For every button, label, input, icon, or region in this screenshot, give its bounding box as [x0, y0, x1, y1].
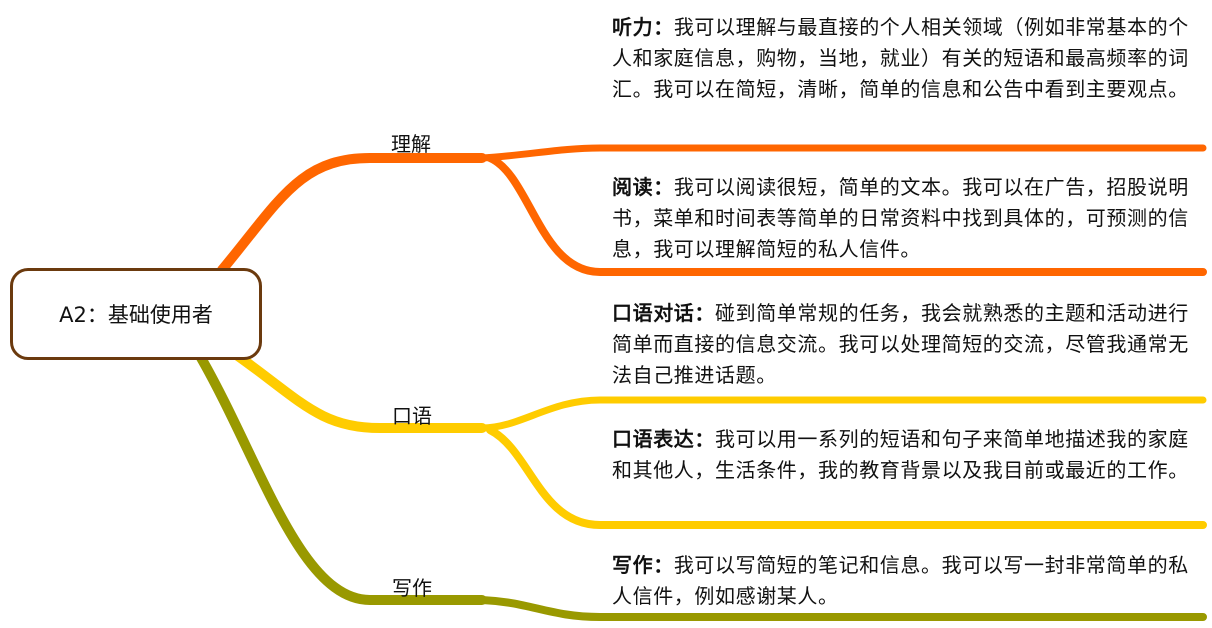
- branch-label-speaking[interactable]: 口语: [392, 404, 432, 428]
- branch-writing-lines: [195, 351, 1207, 621]
- leaf-listening[interactable]: 听力：我可以理解与最直接的个人相关领域（例如非常基本的个人和家庭信息，购物，当地…: [612, 12, 1198, 105]
- branch-speaking-lines: [233, 351, 1207, 529]
- leaf-writing[interactable]: 写作：我可以写简短的笔记和信息。我可以写一封非常简单的私人信件，例如感谢某人。: [612, 550, 1198, 612]
- root-node[interactable]: A2：基础使用者: [10, 268, 262, 360]
- leaf-title: 口语对话：: [612, 301, 715, 325]
- leaf-title: 听力：: [612, 15, 674, 39]
- leaf-spoken-production[interactable]: 口语表达：我可以用一系列的短语和句子来简单地描述我的家庭和其他人，生活条件，我的…: [612, 424, 1198, 486]
- leaf-spoken-interaction[interactable]: 口语对话：碰到简单常规的任务，我会就熟悉的主题和活动进行简单而直接的信息交流。我…: [612, 298, 1198, 391]
- leaf-title: 阅读：: [612, 175, 674, 199]
- leaf-text: 我可以理解与最直接的个人相关领域（例如非常基本的个人和家庭信息，购物，当地，就业…: [612, 15, 1189, 101]
- leaf-title: 口语表达：: [612, 427, 715, 451]
- leaf-text: 我可以阅读很短，简单的文本。我可以在广告，招股说明书，菜单和时间表等简单的日常资…: [612, 175, 1189, 261]
- leaf-text: 碰到简单常规的任务，我会就熟悉的主题和活动进行简单而直接的信息交流。我可以处理简…: [612, 301, 1189, 387]
- branch-understanding-lines: [217, 144, 1207, 276]
- branch-label-writing[interactable]: 写作: [392, 576, 432, 600]
- leaf-text: 我可以写简短的笔记和信息。我可以写一封非常简单的私人信件，例如感谢某人。: [612, 553, 1189, 608]
- leaf-reading[interactable]: 阅读：我可以阅读很短，简单的文本。我可以在广告，招股说明书，菜单和时间表等简单的…: [612, 172, 1198, 265]
- leaf-text: 我可以用一系列的短语和句子来简单地描述我的家庭和其他人，生活条件，我的教育背景以…: [612, 427, 1189, 482]
- branch-label-understanding[interactable]: 理解: [391, 132, 431, 156]
- root-label: A2：基础使用者: [59, 303, 213, 327]
- leaf-title: 写作：: [612, 553, 674, 577]
